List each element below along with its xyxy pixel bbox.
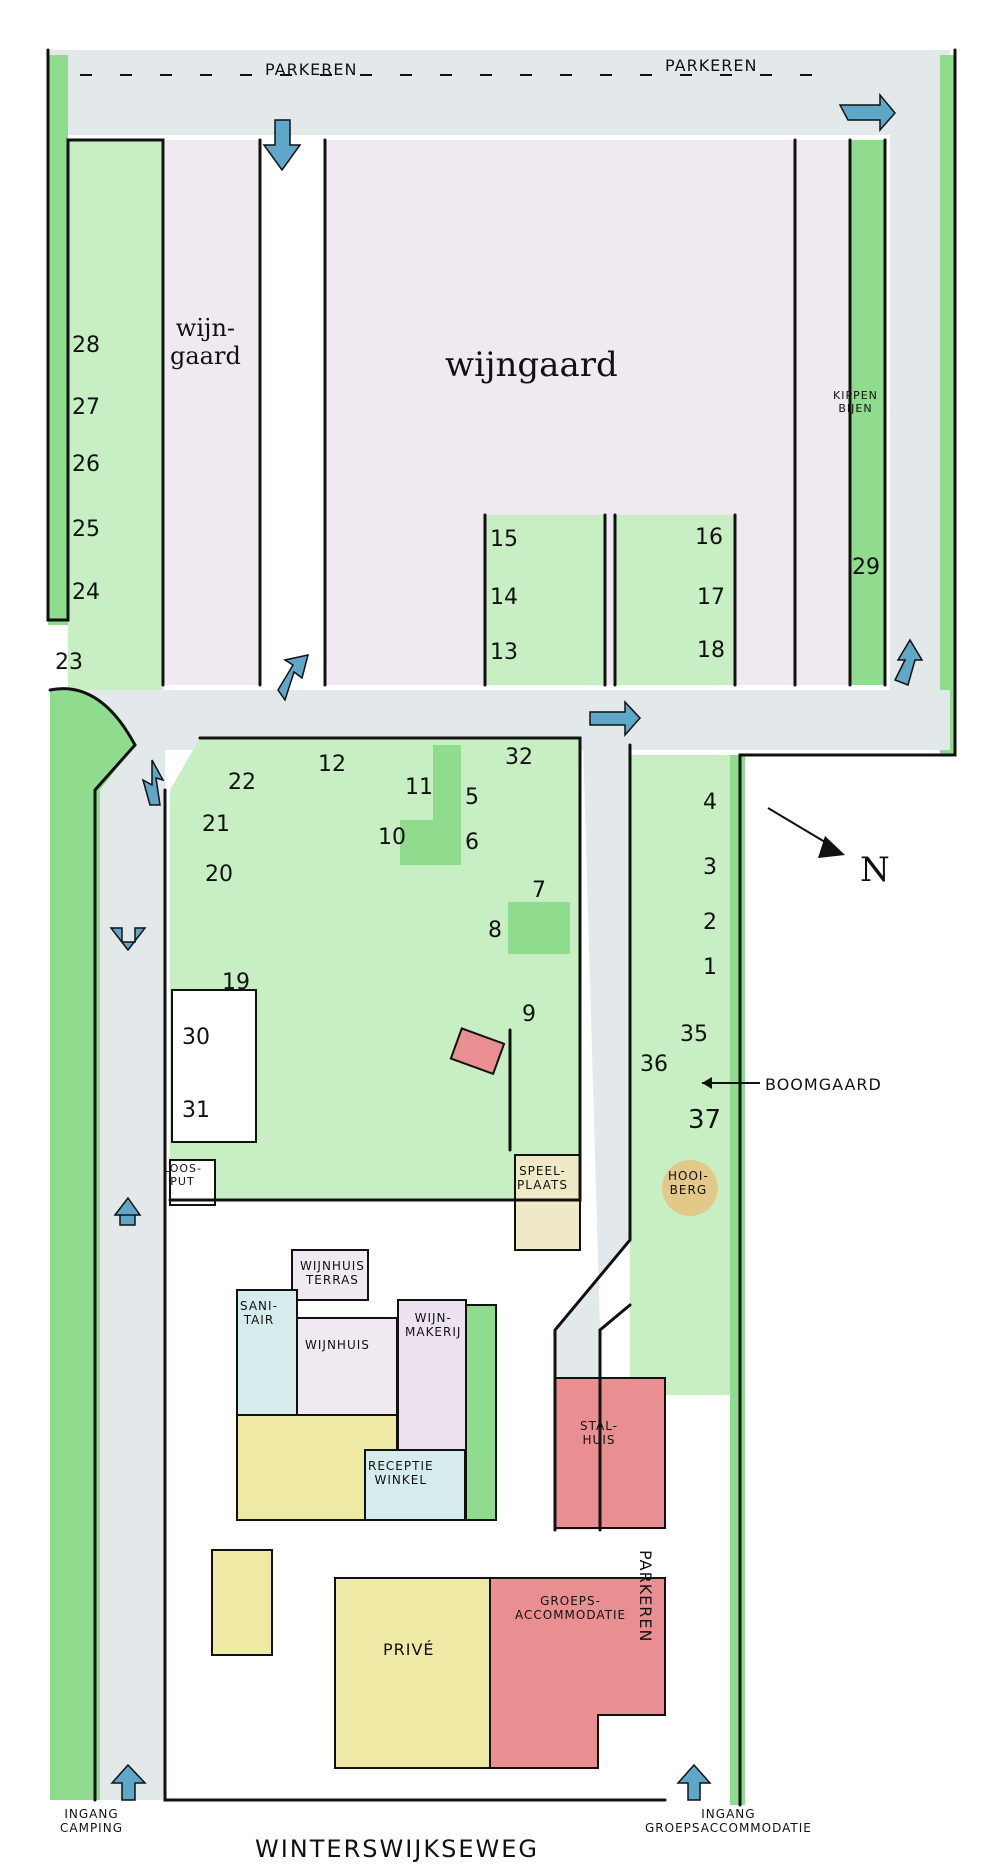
winehouse-label: WIJNHUIS — [305, 1338, 370, 1352]
plot-5: 5 — [465, 785, 479, 810]
drain-label: LOOS- PUT — [163, 1162, 203, 1188]
plot-16: 16 — [695, 525, 723, 550]
top-path — [50, 50, 950, 135]
sanitary-label: SANI- TAIR — [240, 1299, 278, 1327]
vineyard-large-label: wijngaard — [445, 345, 618, 385]
plot-32: 32 — [505, 745, 533, 770]
camping-field — [170, 738, 580, 1200]
north-label: N — [860, 850, 890, 890]
plot-37: 37 — [688, 1105, 722, 1135]
building-reception — [364, 1449, 466, 1521]
plot-6: 6 — [465, 830, 479, 855]
arrows — [109, 92, 924, 1801]
patch-7 — [508, 902, 570, 954]
plots-strip-left — [68, 140, 163, 690]
building-group — [489, 1577, 666, 1769]
building-winehouse — [296, 1317, 398, 1419]
plot-23: 23 — [55, 650, 83, 675]
playground-label: SPEEL- PLAATS — [517, 1164, 568, 1192]
parking-top-left: PARKEREN — [265, 60, 358, 79]
plot-35: 35 — [680, 1022, 708, 1047]
plot-36: 36 — [640, 1052, 668, 1077]
plot-20: 20 — [205, 862, 233, 887]
building-private-annex — [211, 1549, 273, 1656]
plot-29: 29 — [852, 555, 880, 580]
building-private — [334, 1577, 491, 1769]
plots-block-1 — [485, 515, 605, 685]
patch-10 — [400, 820, 460, 865]
vineyard-right-strip — [795, 140, 850, 685]
building-stable — [554, 1377, 666, 1529]
building-terrace — [291, 1249, 369, 1301]
chicken-strip — [850, 140, 885, 685]
building-winery — [397, 1299, 467, 1451]
plot-25: 25 — [72, 517, 100, 542]
north-arrow-head — [818, 836, 845, 858]
outlines — [46, 48, 957, 1807]
plot-4: 4 — [703, 790, 717, 815]
group-label: GROEPS- ACCOMMODATIE — [515, 1594, 627, 1622]
plot-13: 13 — [490, 640, 518, 665]
plot-10: 10 — [378, 825, 406, 850]
plot-9: 9 — [522, 1002, 536, 1027]
haystack — [662, 1160, 718, 1216]
chicken-bees-label: KIPPEN BIJEN — [833, 389, 878, 415]
terrace-label: WIJNHUIS TERRAS — [300, 1259, 365, 1287]
shed — [449, 1027, 506, 1076]
reception-label: RECEPTIE WINKEL — [368, 1459, 434, 1487]
plot-19: 19 — [222, 970, 250, 995]
plot-2: 2 — [703, 910, 717, 935]
plot-22: 22 — [228, 770, 256, 795]
east-grass — [730, 755, 745, 1805]
left-grass-strip — [48, 55, 68, 625]
plot-27: 27 — [72, 395, 100, 420]
left-grass-curve — [50, 688, 135, 1800]
plot-21: 21 — [202, 812, 230, 837]
plot-28: 28 — [72, 333, 100, 358]
plot-11: 11 — [405, 775, 433, 800]
plot-26: 26 — [72, 452, 100, 477]
plot-7: 7 — [532, 878, 546, 903]
right-grass-strip — [940, 55, 955, 755]
orchard-label: BOOMGAARD — [765, 1075, 882, 1094]
winery-label: WIJN- MAKERIJ — [405, 1311, 462, 1339]
entrance-camping: INGANG CAMPING — [60, 1807, 123, 1835]
loosput — [169, 1159, 216, 1206]
plot-12: 12 — [318, 752, 346, 777]
stable-label: STAL- HUIS — [580, 1419, 619, 1447]
parking-right: PARKEREN — [636, 1550, 655, 1643]
orchard-pointer-head — [702, 1077, 712, 1089]
plot-15: 15 — [490, 527, 518, 552]
plot-14: 14 — [490, 585, 518, 610]
plot-18: 18 — [697, 638, 725, 663]
vineyard-small-label: wijn- gaard — [170, 314, 241, 370]
vineyard-small — [165, 140, 260, 685]
parking-top-right: PARKEREN — [665, 56, 758, 75]
drive-path — [555, 740, 630, 1530]
left-path — [95, 720, 165, 1800]
plot-17: 17 — [697, 585, 725, 610]
plot-3: 3 — [703, 855, 717, 880]
road-label: WINTERSWIJKSEWEG — [255, 1835, 540, 1863]
plot-24: 24 — [72, 580, 100, 605]
entrance-group: INGANG GROEPSACCOMMODATIE — [645, 1807, 812, 1835]
plot-1: 1 — [703, 955, 717, 980]
orchard — [630, 755, 740, 1395]
plot-8: 8 — [488, 918, 502, 943]
plots-30-31 — [171, 989, 257, 1143]
right-path — [890, 130, 940, 750]
haystack-label: HOOI- BERG — [668, 1169, 709, 1197]
plot-30: 30 — [182, 1025, 210, 1050]
plots-block-2 — [615, 515, 735, 685]
plot-31: 31 — [182, 1098, 210, 1123]
speelplaats — [514, 1154, 581, 1251]
building-winery-green — [465, 1304, 497, 1521]
private-label: PRIVÉ — [383, 1640, 435, 1659]
